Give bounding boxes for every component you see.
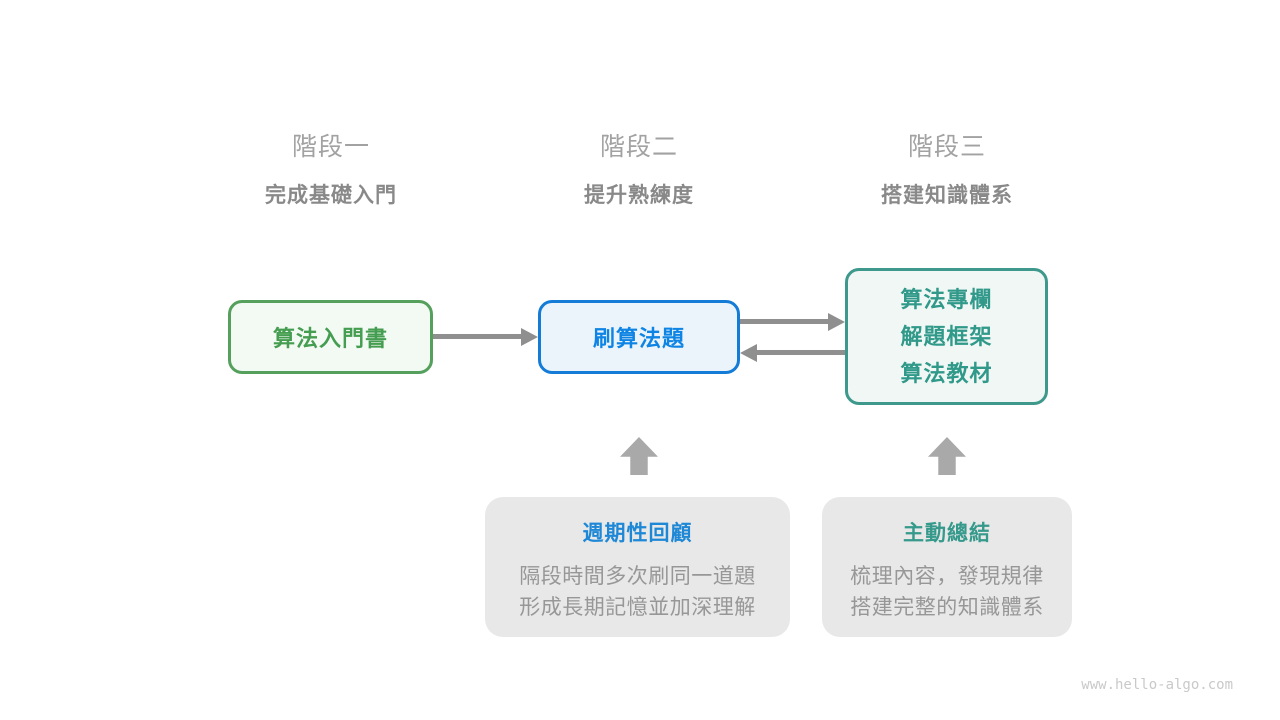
note-periodic-review-body-line-2: 形成長期記憶並加深理解: [519, 596, 756, 619]
note-periodic-review-body-line-1: 隔段時間多次刷同一道題: [519, 565, 756, 588]
node-knowledge-line-2: 解題框架: [900, 324, 993, 349]
node-practice-problems: 刷算法題: [538, 300, 740, 374]
watermark-url: www.hello-algo.com: [1081, 677, 1233, 693]
arrow-stage1-to-stage2-head: [521, 328, 538, 346]
note-active-summary-body-line-1: 梳理內容，發現規律: [850, 565, 1044, 588]
node-knowledge-line-1: 算法專欄: [900, 287, 993, 312]
node-intro-book: 算法入門書: [228, 300, 433, 374]
up-arrow-summary-icon: [928, 437, 966, 475]
node-intro-book-label: 算法入門書: [272, 326, 388, 351]
stage-3-subtitle: 搭建知識體系: [881, 184, 1013, 207]
stage-2-subtitle: 提升熟練度: [584, 184, 694, 207]
note-periodic-review: 週期性回顧 隔段時間多次刷同一道題 形成長期記憶並加深理解: [485, 497, 790, 637]
note-active-summary-title: 主動總結: [903, 522, 991, 545]
note-periodic-review-title: 週期性回顧: [582, 522, 693, 545]
stage-3-label: 階段三: [907, 133, 986, 161]
stage-1-subtitle: 完成基礎入門: [265, 184, 397, 207]
node-practice-problems-label: 刷算法題: [592, 326, 685, 351]
node-knowledge-sources: 算法專欄 解題框架 算法教材: [845, 268, 1048, 405]
note-active-summary-body-line-2: 搭建完整的知識體系: [850, 596, 1044, 619]
stage-1-label: 階段一: [291, 133, 370, 161]
arrow-stage3-to-stage2-shaft: [755, 350, 845, 355]
arrow-stage1-to-stage2-shaft: [433, 334, 523, 339]
up-arrow-review-icon: [620, 437, 658, 475]
arrow-stage3-to-stage2-head: [740, 344, 757, 362]
note-active-summary: 主動總結 梳理內容，發現規律 搭建完整的知識體系: [822, 497, 1072, 637]
stage-2-label: 階段二: [599, 133, 678, 161]
arrow-stage2-to-stage3-shaft: [740, 319, 830, 324]
node-knowledge-line-3: 算法教材: [900, 361, 993, 386]
arrow-stage2-to-stage3-head: [828, 313, 845, 331]
